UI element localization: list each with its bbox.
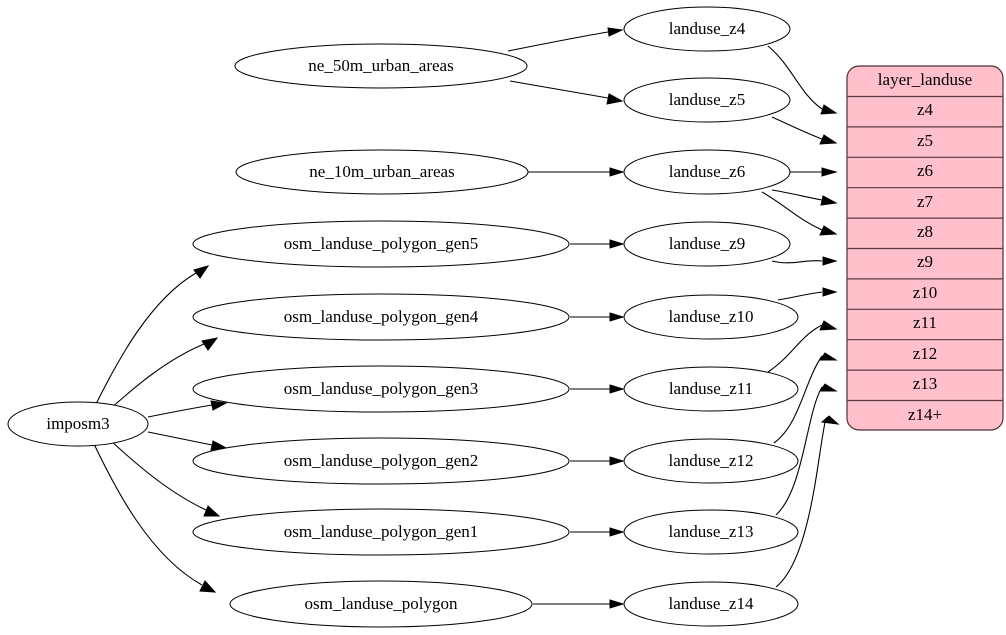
node-osm-landuse-polygon[interactable]: osm_landuse_polygon xyxy=(229,580,533,628)
table-row[interactable]: z5 xyxy=(847,131,1003,158)
table-row[interactable]: z14+ xyxy=(908,405,942,424)
table-cell-label: z10 xyxy=(913,283,938,302)
edge-landusez6-to-table-z7 xyxy=(771,189,838,206)
node-label: osm_landuse_polygon_gen3 xyxy=(284,379,479,398)
node-label: imposm3 xyxy=(46,414,109,433)
edge-landusez6-to-table-z6 xyxy=(790,167,838,177)
node-imposm3[interactable]: imposm3 xyxy=(7,401,149,447)
table-cell-label: z12 xyxy=(913,344,938,363)
table-row[interactable]: z7 xyxy=(847,192,1003,219)
table-row[interactable]: z10 xyxy=(847,283,1003,310)
table-row[interactable]: z9 xyxy=(847,252,1003,280)
table-header-label: layer_landuse xyxy=(878,70,972,89)
table-row[interactable]: z6 xyxy=(847,161,1003,189)
table-row[interactable]: z13 xyxy=(847,374,1003,402)
edge-imposm3-to-gen1 xyxy=(109,439,221,517)
node-label: landuse_z14 xyxy=(669,594,754,613)
node-osm-landuse-polygon-gen2[interactable]: osm_landuse_polygon_gen2 xyxy=(192,437,570,485)
node-label: osm_landuse_polygon_gen5 xyxy=(284,234,479,253)
edges-layer xyxy=(93,27,840,609)
edge-imposm3-to-gen2 xyxy=(147,431,228,451)
node-label: osm_landuse_polygon_gen4 xyxy=(284,307,479,326)
table-cell-label: z8 xyxy=(917,222,933,241)
node-label: landuse_z6 xyxy=(669,162,745,181)
edge-imposm3-to-gen3 xyxy=(147,400,228,418)
table-cell-label: z5 xyxy=(917,131,933,150)
edge-imposm3-to-gen5 xyxy=(95,265,210,405)
edge-gen3-to-landusez11 xyxy=(570,384,625,394)
node-landuse-z5[interactable]: landuse_z5 xyxy=(623,77,791,123)
table-cell-label: z6 xyxy=(917,161,933,180)
edge-ne10m-to-landusez6 xyxy=(528,167,625,177)
edge-ne50m-to-landusez5 xyxy=(509,80,624,105)
node-label: osm_landuse_polygon_gen1 xyxy=(284,522,479,541)
node-landuse-z14[interactable]: landuse_z14 xyxy=(623,581,799,627)
node-label: osm_landuse_polygon xyxy=(305,594,458,613)
node-ne-10m-urban-areas[interactable]: ne_10m_urban_areas xyxy=(235,149,529,195)
edge-polygon-to-landusez14 xyxy=(533,599,625,609)
edge-landusez13-to-table-z13 xyxy=(775,383,838,516)
edge-landusez11-to-table-z11 xyxy=(767,320,838,373)
node-landuse-z4[interactable]: landuse_z4 xyxy=(623,6,791,52)
edge-gen1-to-landusez13 xyxy=(570,527,625,537)
edge-landusez10-to-table-z10 xyxy=(777,287,838,301)
node-osm-landuse-polygon-gen5[interactable]: osm_landuse_polygon_gen5 xyxy=(192,220,570,268)
table-cell-label: z4 xyxy=(917,100,934,119)
table-cell-label: z7 xyxy=(917,192,934,211)
node-ne-50m-urban-areas[interactable]: ne_50m_urban_areas xyxy=(234,43,528,89)
table-row[interactable]: z4 xyxy=(847,100,1003,128)
node-osm-landuse-polygon-gen1[interactable]: osm_landuse_polygon_gen1 xyxy=(192,508,570,556)
node-label: landuse_z10 xyxy=(669,307,754,326)
node-landuse-z10[interactable]: landuse_z10 xyxy=(623,294,799,340)
node-osm-landuse-polygon-gen3[interactable]: osm_landuse_polygon_gen3 xyxy=(192,365,570,413)
edge-landusez6-to-table-z8 xyxy=(761,191,838,236)
node-label: landuse_z9 xyxy=(669,234,745,253)
edge-gen5-to-landusez9 xyxy=(570,239,625,249)
node-label: landuse_z12 xyxy=(669,451,754,470)
edge-ne50m-to-landusez4 xyxy=(507,27,624,52)
edge-landusez4-to-table-z4 xyxy=(767,45,838,115)
node-label: landuse_z11 xyxy=(669,379,753,398)
node-landuse-z13[interactable]: landuse_z13 xyxy=(623,509,799,555)
node-label: ne_50m_urban_areas xyxy=(308,56,453,75)
node-osm-landuse-polygon-gen4[interactable]: osm_landuse_polygon_gen4 xyxy=(192,293,570,341)
table-row[interactable]: z12 xyxy=(847,344,1003,371)
edge-landusez14-to-table-z14plus xyxy=(775,415,840,588)
edge-imposm3-to-gen4 xyxy=(109,337,219,410)
table-cell-label: z14+ xyxy=(908,405,942,424)
node-label: ne_10m_urban_areas xyxy=(309,162,454,181)
node-landuse-z6[interactable]: landuse_z6 xyxy=(623,149,791,195)
node-landuse-z9[interactable]: landuse_z9 xyxy=(623,221,791,267)
node-label: landuse_z4 xyxy=(669,19,746,38)
table-cell-label: z13 xyxy=(913,374,938,393)
edge-gen4-to-landusez10 xyxy=(570,312,625,322)
table-row[interactable]: z11 xyxy=(847,313,1003,341)
edge-gen2-to-landusez12 xyxy=(570,456,625,466)
node-label: landuse_z13 xyxy=(669,522,754,541)
table-layer-landuse[interactable]: layer_landuse z4 z5 z6 z7 z8 xyxy=(846,65,1004,431)
node-label: osm_landuse_polygon_gen2 xyxy=(284,451,479,470)
table-cell-label: z9 xyxy=(917,252,933,271)
edge-landusez5-to-table-z5 xyxy=(771,116,838,145)
edge-imposm3-to-polygon xyxy=(93,443,217,593)
node-landuse-z12[interactable]: landuse_z12 xyxy=(623,438,799,484)
edge-landusez12-to-table-z12 xyxy=(773,352,838,444)
table-row[interactable]: z8 xyxy=(847,222,1003,250)
table-cell-label: z11 xyxy=(913,313,937,332)
edge-landusez9-to-table-z9 xyxy=(771,256,838,266)
node-landuse-z11[interactable]: landuse_z11 xyxy=(623,366,799,412)
node-label: landuse_z5 xyxy=(669,90,745,109)
